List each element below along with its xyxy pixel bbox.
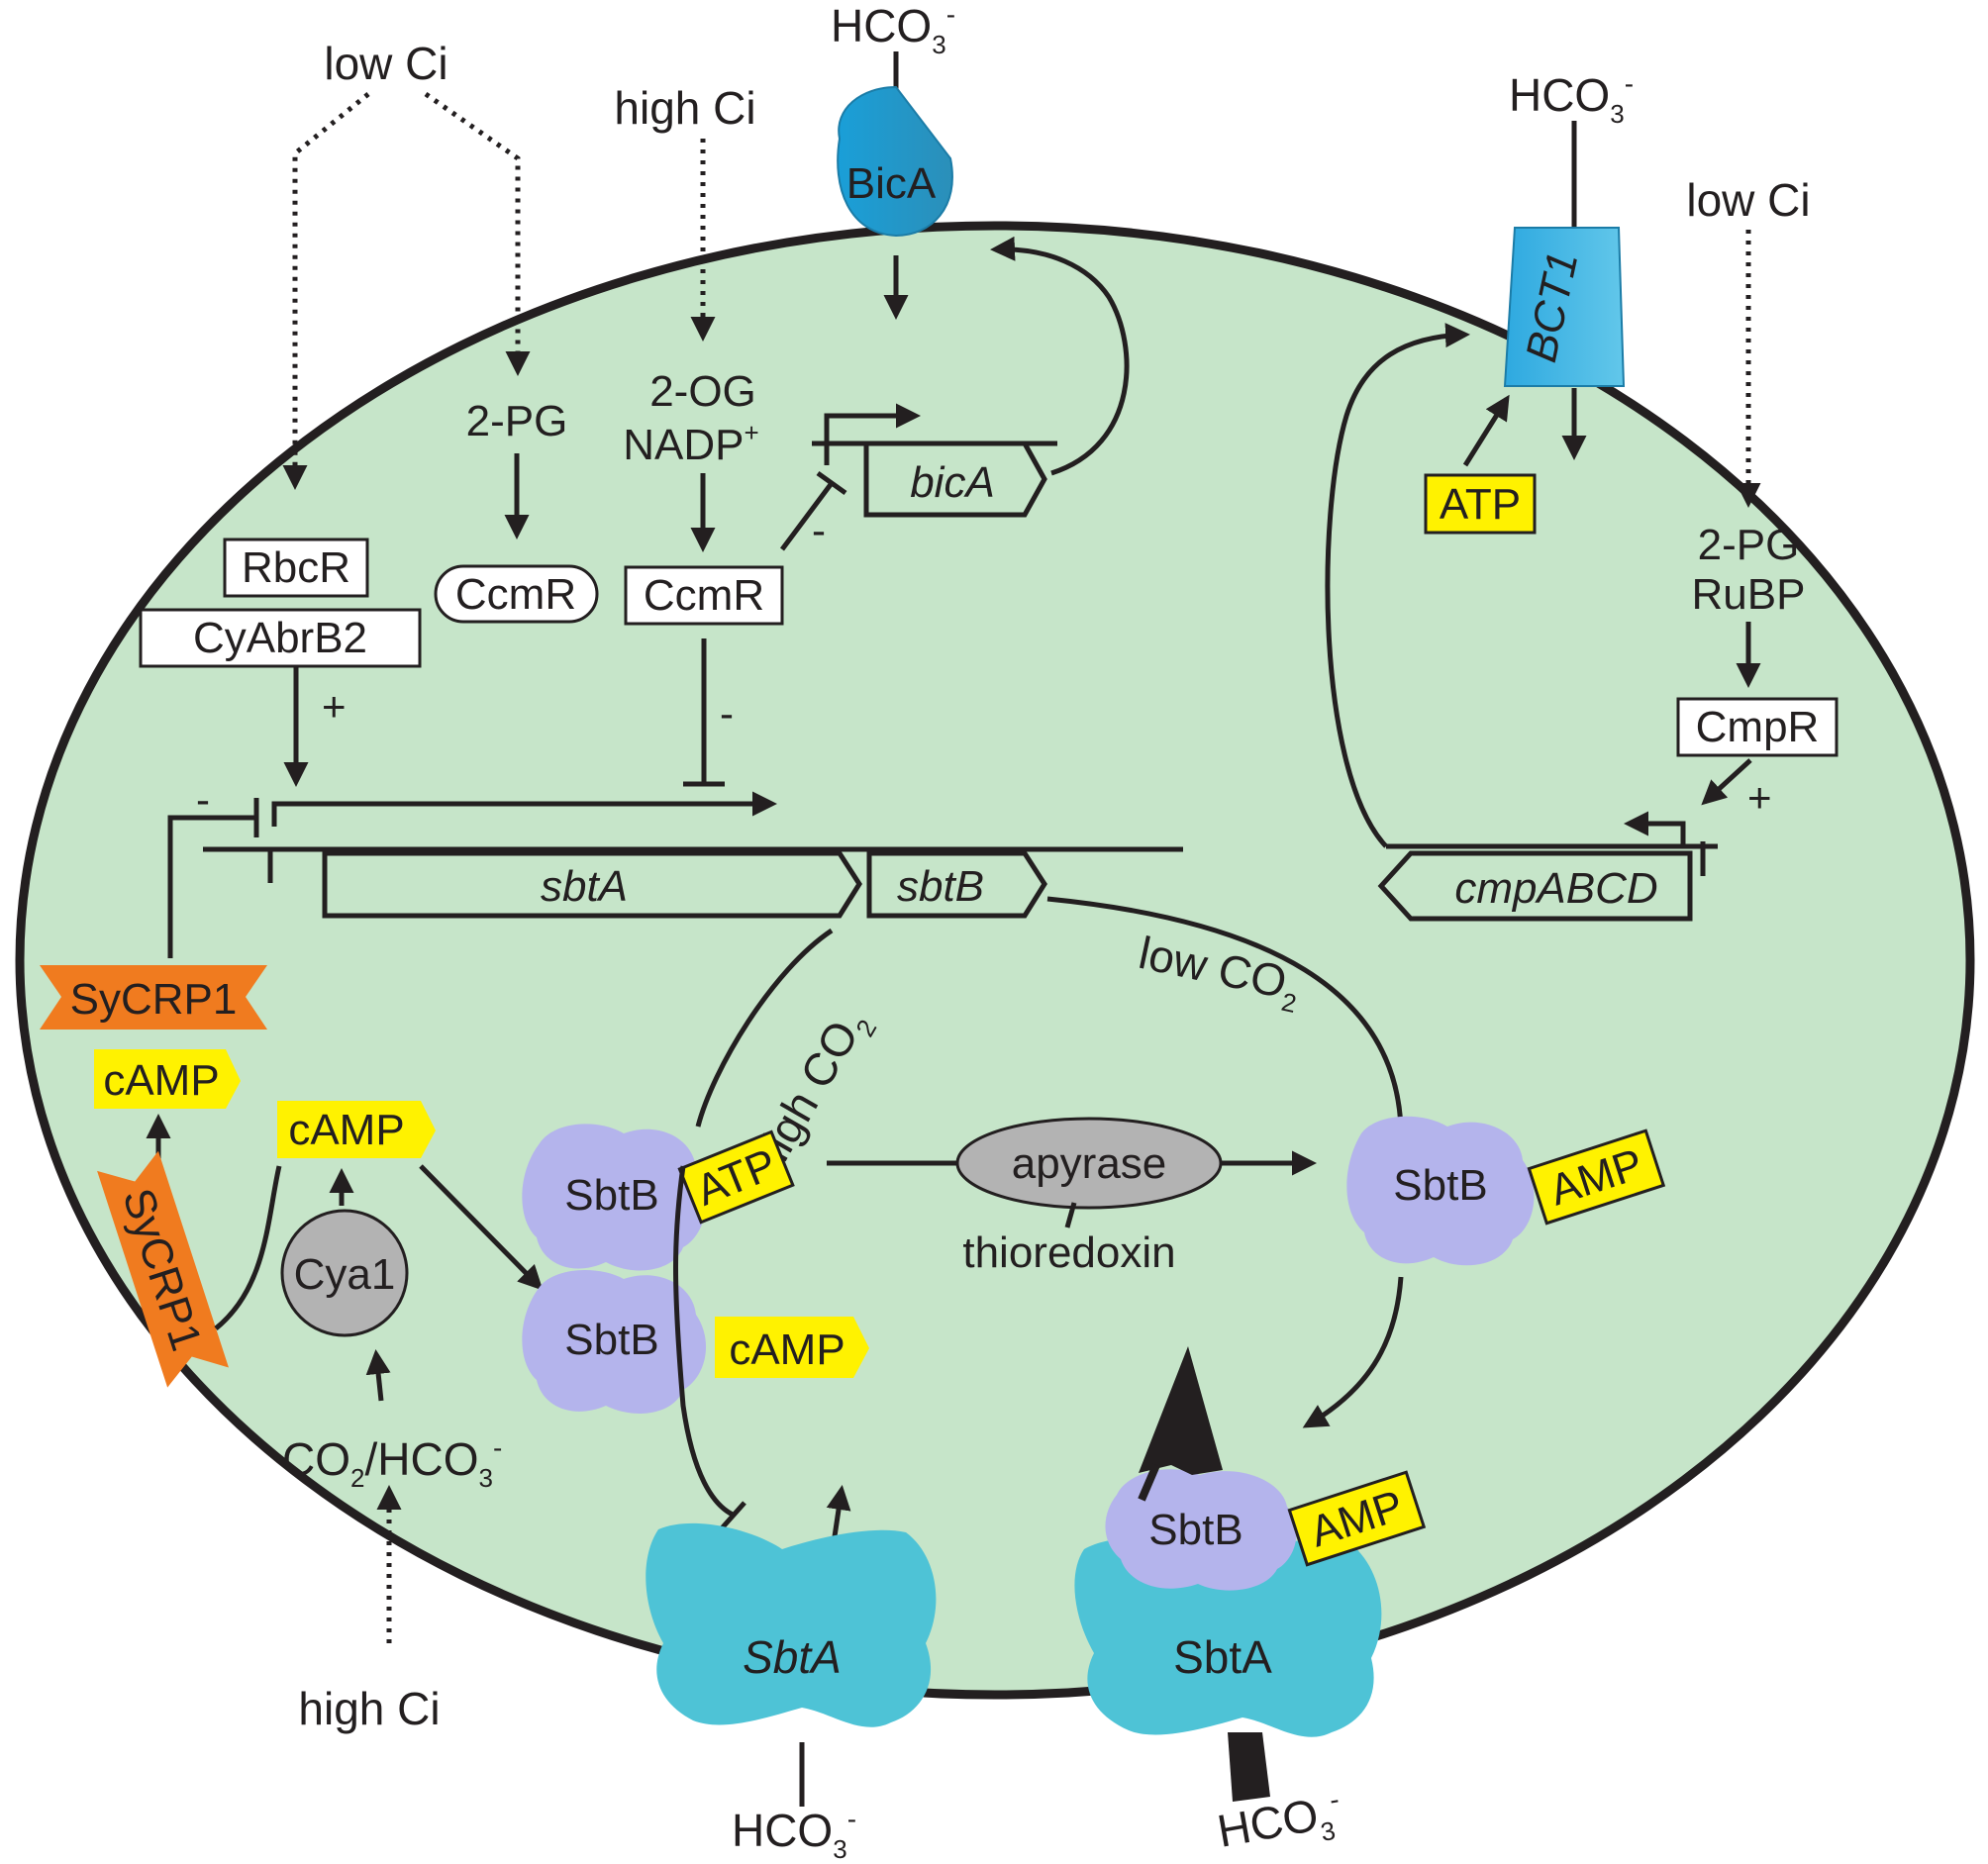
hco3-label-sbta-left: HCO3- — [732, 1804, 856, 1864]
large-uptake-arrow-base — [1228, 1732, 1270, 1802]
apyrase-label: apyrase — [1012, 1139, 1167, 1188]
high-ci-label-bottom: high Ci — [298, 1683, 440, 1734]
low-ci-label-left: low Ci — [324, 38, 447, 89]
bica-transporter-label: BicA — [846, 159, 937, 208]
co2-hco3-label: CO2/HCO3- — [282, 1432, 502, 1493]
camp-label-sbtb: cAMP — [729, 1325, 845, 1374]
sbta-gene-label: sbtA — [541, 862, 628, 911]
bica-repression-minus: - — [812, 507, 826, 553]
cya1-label: Cya1 — [294, 1250, 396, 1299]
rbcr-label: RbcR — [242, 543, 350, 592]
apyrase-enzyme — [955, 1117, 1223, 1210]
rubp-label: RuBP — [1692, 570, 1806, 619]
thioredoxin-label: thioredoxin — [962, 1228, 1175, 1277]
sbta-transporter-right — [1074, 1538, 1382, 1737]
low-ci-signal-left: low Ci — [282, 38, 531, 490]
sycrp1-label-top: SyCRP1 — [70, 975, 238, 1024]
camp-badge-sycrp1 — [94, 1049, 241, 1109]
2og-label: 2-OG — [649, 367, 756, 416]
bica-gene-label: bicA — [910, 458, 995, 507]
cmpr-box — [1676, 697, 1839, 757]
atp-badge-bct1 — [1424, 473, 1537, 535]
sbta-left-label: SbtA — [743, 1631, 842, 1683]
sbtb-bound-label: SbtB — [1148, 1506, 1242, 1554]
ccmr-box — [624, 565, 784, 626]
rbcr-box — [223, 538, 369, 598]
2pg-label: 2-PG — [466, 397, 568, 445]
bica-transporter — [837, 85, 953, 238]
cmpr-plus-sign: + — [1747, 774, 1772, 821]
activation-plus-sign: + — [322, 683, 347, 730]
sbt-repression-minus: - — [720, 690, 734, 736]
hco3-label-bica: HCO3- — [831, 0, 955, 59]
hco3-label-bct1: HCO3- — [1509, 68, 1634, 129]
sbtb-atp-label: SbtB — [564, 1171, 658, 1220]
sycrp1-shape-top — [40, 965, 267, 1030]
cmpabcd-gene: cmpABCD — [1377, 811, 1718, 922]
sbtb-amp-bound-protein — [1105, 1469, 1297, 1591]
sycrp1-repression-minus: - — [196, 776, 210, 823]
sbtb-amp-protein — [1346, 1116, 1535, 1266]
sbta-transporter-left — [646, 1522, 937, 1727]
sbta-right-label: SbtA — [1173, 1631, 1272, 1683]
high-ci-label-top: high Ci — [614, 82, 755, 134]
low-ci-label-right: low Ci — [1686, 174, 1810, 226]
sbtb-amp-label: SbtB — [1393, 1161, 1487, 1210]
cyabrb2-label: CyAbrB2 — [193, 614, 367, 662]
ccmr-box-label: CcmR — [644, 571, 764, 620]
camp-label-free: cAMP — [288, 1106, 404, 1154]
camp-label-sycrp1: cAMP — [103, 1056, 219, 1105]
amp-badge-bound: AMP — [1287, 1470, 1427, 1567]
ccmr-oval — [434, 564, 599, 624]
2pg-label-right: 2-PG — [1698, 521, 1800, 569]
bica-gene: bicA — [812, 403, 1057, 518]
cmpr-label: CmpR — [1696, 703, 1820, 751]
cyabrb2-box — [139, 608, 422, 668]
atp-label-bct1: ATP — [1440, 480, 1521, 529]
bct1-transporter — [1503, 227, 1626, 387]
nadp-label: NADP+ — [623, 418, 758, 469]
camp-badge-free — [277, 1101, 436, 1158]
sbtb-gene-label: sbtB — [897, 862, 984, 911]
sbtb-atp-protein — [522, 1124, 707, 1271]
cya1-enzyme — [280, 1209, 409, 1337]
camp-badge-sbtb — [715, 1317, 869, 1378]
sbtab-operon: sbtA sbtB — [203, 791, 1183, 919]
sbtb-camp-protein — [522, 1269, 707, 1414]
ccmr-oval-label: CcmR — [455, 570, 576, 619]
sbtb-camp-label: SbtB — [564, 1316, 658, 1364]
cmpabcd-gene-label: cmpABCD — [1454, 864, 1657, 913]
large-uptake-arrow-head — [1139, 1346, 1223, 1475]
